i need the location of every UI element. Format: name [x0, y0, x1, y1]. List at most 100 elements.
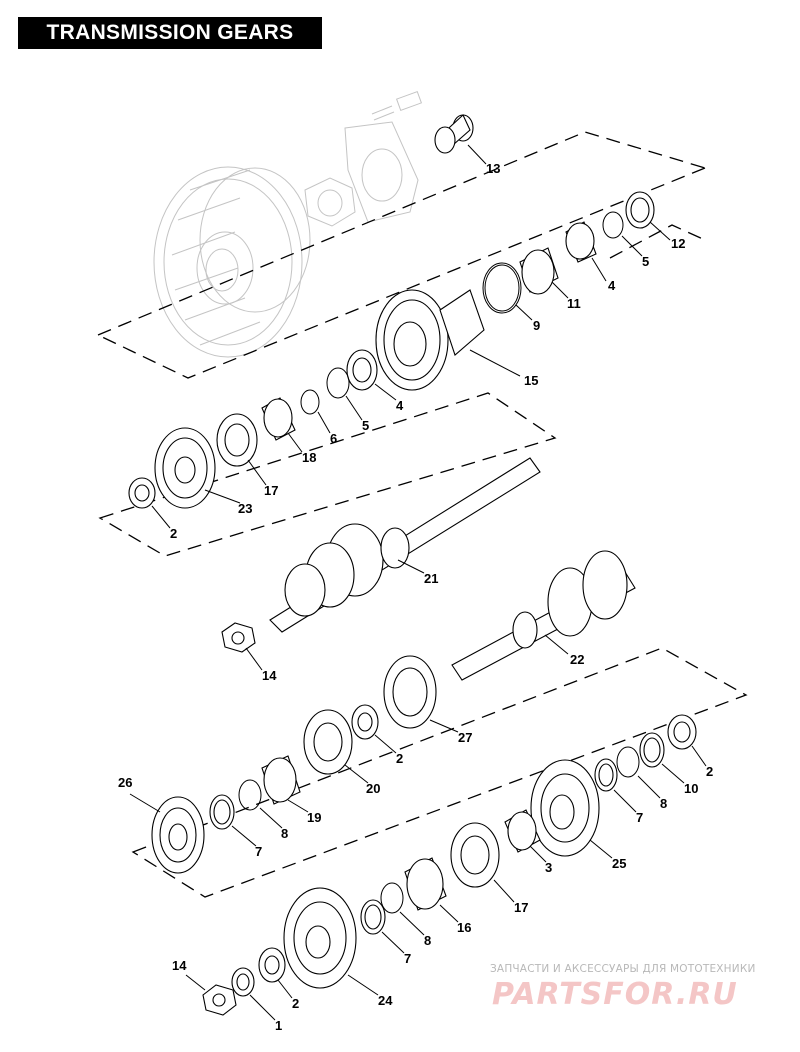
callout-17-upper: 17 — [264, 483, 278, 498]
leader-line — [374, 383, 397, 401]
callout-11: 11 — [567, 296, 581, 311]
watermark-tagline: ЗАПЧАСТИ И АКСЕССУАРЫ ДЛЯ МОТОТЕХНИКИ — [490, 963, 756, 975]
callout-8-right: 8 — [660, 796, 667, 811]
parts — [128, 114, 697, 1016]
leader-line — [529, 845, 547, 863]
part-24-gear — [283, 887, 357, 989]
part-17-shift-dog-upper — [216, 413, 258, 467]
callout-5-upper: 5 — [642, 254, 649, 269]
part-15-main-drive-gear — [375, 289, 485, 391]
watermark: ЗАПЧАСТИ И АКСЕССУАРЫ ДЛЯ МОТОТЕХНИКИ PA… — [490, 963, 756, 1012]
part-3-needle-bearing — [504, 809, 541, 853]
part-7-washer-bottom — [360, 899, 386, 935]
leader-line — [247, 459, 267, 486]
part-5-retaining-ring-lower — [326, 367, 350, 399]
part-26-gear — [151, 796, 205, 874]
leader-line — [589, 839, 613, 859]
callout-6: 6 — [330, 431, 337, 446]
part-21-mainshaft — [269, 457, 541, 633]
leader-line — [345, 395, 363, 421]
leader-line — [691, 745, 707, 767]
part-22-countershaft — [451, 550, 636, 681]
assembly-boxes — [97, 131, 748, 898]
callout-24: 24 — [378, 993, 393, 1008]
leader-line — [544, 634, 569, 655]
diagram-title: TRANSMISSION GEARS — [18, 17, 322, 49]
part-20-shift-dog — [303, 709, 353, 775]
callout-13: 13 — [486, 161, 500, 176]
part-2-bearing-middle — [351, 704, 379, 740]
part-13-bushing — [434, 114, 474, 154]
leader-lines — [129, 144, 707, 1021]
callout-18: 18 — [302, 450, 316, 465]
callout-3: 3 — [545, 860, 552, 875]
leader-line — [493, 879, 515, 903]
callout-14-upper: 14 — [262, 668, 277, 683]
leader-line — [277, 979, 293, 999]
part-7-washer-right — [594, 758, 618, 792]
leader-line — [129, 793, 161, 813]
part-6-thrust-washer — [300, 389, 320, 415]
callout-16: 16 — [457, 920, 471, 935]
callout-8-left: 8 — [281, 826, 288, 841]
part-8-ring-bottom — [380, 882, 404, 914]
callout-12: 12 — [671, 236, 685, 251]
part-2-bearing-bottom — [258, 947, 286, 983]
callout-27: 27 — [458, 730, 472, 745]
leader-line — [661, 763, 685, 784]
callout-22: 22 — [570, 652, 584, 667]
callout-21: 21 — [424, 571, 438, 586]
callout-17-lower: 17 — [514, 900, 528, 915]
leader-line — [399, 911, 425, 936]
part-25-gear — [530, 759, 600, 857]
part-4-needle-bearing-lower — [346, 349, 378, 391]
assembly-box-mainshaft-gears — [131, 647, 748, 898]
part-12-seal — [625, 191, 655, 229]
callout-4-lower: 4 — [396, 398, 404, 413]
part-19-needle-bearing — [261, 755, 301, 805]
leader-line — [469, 349, 521, 377]
callout-2-middle: 2 — [396, 751, 403, 766]
part-2-bearing-upper — [128, 477, 156, 509]
part-11-bushing — [519, 247, 559, 295]
callout-19: 19 — [307, 810, 321, 825]
ghost-plate — [344, 121, 419, 223]
leader-line — [344, 764, 369, 784]
leader-line — [637, 775, 661, 799]
leader-line — [185, 974, 206, 991]
callout-8-bottom: 8 — [424, 933, 431, 948]
callout-7-left: 7 — [255, 844, 262, 859]
assembly-box-upper-countershaft — [98, 392, 557, 557]
leader-line — [204, 489, 241, 504]
leader-line — [515, 304, 533, 321]
callout-1: 1 — [275, 1018, 282, 1033]
part-17-shift-dog-lower — [450, 822, 500, 888]
ghost-reference-parts — [153, 90, 423, 358]
leader-line — [249, 994, 276, 1021]
leader-line — [551, 281, 569, 299]
callout-4-upper: 4 — [608, 278, 616, 293]
part-7-washer-left — [209, 794, 235, 830]
part-14-nut-upper — [221, 622, 256, 653]
part-27-gear — [383, 655, 437, 729]
callout-10: 10 — [684, 781, 698, 796]
callout-23: 23 — [238, 501, 252, 516]
ghost-clutch-hub — [153, 166, 311, 358]
callout-2-upper: 2 — [170, 526, 177, 541]
callout-labels: 13 12 5 4 11 9 15 4 5 6 18 17 23 2 21 14… — [118, 161, 713, 1033]
callout-5-lower: 5 — [362, 418, 369, 433]
part-23-gear — [154, 427, 216, 509]
leader-line — [287, 432, 303, 453]
part-9-ring — [482, 262, 522, 314]
leader-line — [397, 559, 425, 574]
leader-line — [429, 719, 459, 733]
ghost-bolt — [371, 90, 423, 121]
part-8-ring-right — [616, 746, 640, 778]
callout-2-bottom: 2 — [292, 996, 299, 1011]
leader-line — [621, 235, 643, 257]
leader-line — [613, 789, 637, 813]
callout-25: 25 — [612, 856, 626, 871]
callout-15: 15 — [524, 373, 538, 388]
leader-line — [591, 257, 607, 282]
